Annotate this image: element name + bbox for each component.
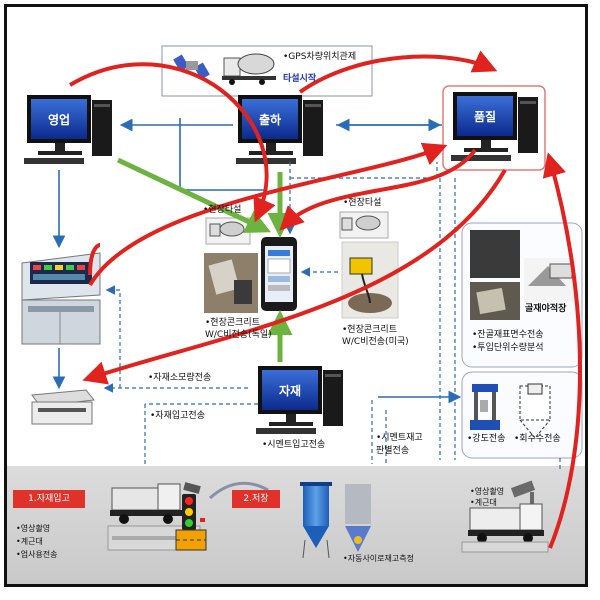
cement-silo-icon	[300, 482, 332, 559]
bullet-video: •영상촬영	[16, 524, 51, 533]
step-storage-tag: 2.저장	[232, 490, 280, 508]
sales-computer-icon	[24, 95, 112, 164]
cctv-camera-right-icon	[510, 480, 536, 508]
batch-control-panel-icon	[21, 252, 101, 345]
node-quality: 품질	[473, 110, 497, 124]
cement-stock-label-1: •시멘트재고	[376, 433, 423, 443]
site-pour-right: •현장타설	[343, 198, 382, 208]
site-concrete-left-1: •현장콘크리트	[205, 318, 260, 328]
aggregate-bullet-2: •투입단위수량분석	[472, 343, 544, 353]
blue-flow-arrows	[52, 118, 462, 404]
material-usage-label: •자재소모량전송	[148, 373, 212, 383]
right-video-label: •영상촬영	[470, 487, 505, 496]
quality-computer-icon	[451, 92, 538, 161]
pour-start-label: 타설시작	[283, 74, 317, 84]
node-sales: 영업	[47, 113, 71, 127]
site-photo-usa	[339, 211, 399, 319]
gps-label: •GPS차량위치관제	[283, 52, 357, 62]
red-flow-arrows	[68, 50, 582, 549]
material-receipt-label: •자재입고전송	[150, 411, 205, 421]
cement-pile-icon	[345, 484, 371, 552]
aggregate-bullet-1: •잔골재표면수전송	[472, 330, 544, 340]
smartphone-icon	[261, 237, 297, 311]
traffic-light-icon	[175, 494, 207, 551]
satellite-icon	[173, 54, 210, 80]
cctv-camera-icon	[183, 482, 201, 494]
node-shipping: 출하	[258, 113, 282, 127]
printer-icon	[31, 389, 95, 425]
storage-arrow	[208, 481, 269, 500]
cement-truck-right-icon	[461, 503, 549, 553]
node-materials: 자재	[278, 384, 302, 398]
site-concrete-right-2: W/C비전송(미국)	[342, 337, 409, 347]
site-concrete-right-1: •현장콘크리트	[342, 325, 397, 335]
bullet-weighbridge: •계근대	[16, 537, 43, 546]
recovered-water-label: •회수수전송	[514, 434, 561, 444]
compression-tester-icon	[470, 384, 500, 430]
mixer-truck-icon	[222, 53, 276, 85]
shipping-computer-icon	[236, 95, 323, 164]
right-weighbridge-label: •계근대	[470, 498, 497, 507]
bullet-upload: •업사용전송	[16, 550, 58, 559]
cement-stock-label-2: 판별전송	[376, 446, 410, 456]
site-photo-germany	[204, 217, 258, 313]
water-recovery-icon	[519, 383, 551, 439]
strength-label: •강도전송	[467, 434, 506, 444]
site-pour-left: •현장타설	[203, 205, 242, 215]
step-receiving-bullets: •영상촬영 •계근대 •업사용전송	[16, 522, 58, 561]
site-concrete-left-2: W/C비전송(독일)	[205, 330, 272, 340]
aggregate-photos	[470, 230, 576, 320]
cement-receipt-label: •시멘트입고전송	[262, 440, 326, 450]
aggregate-yard-label: 골재야적장	[525, 304, 567, 314]
silo-measure-label: •자동사이로재고측정	[343, 554, 414, 563]
step-receiving-tag: 1.자재입고	[13, 490, 85, 508]
materials-computer-icon	[256, 366, 343, 434]
